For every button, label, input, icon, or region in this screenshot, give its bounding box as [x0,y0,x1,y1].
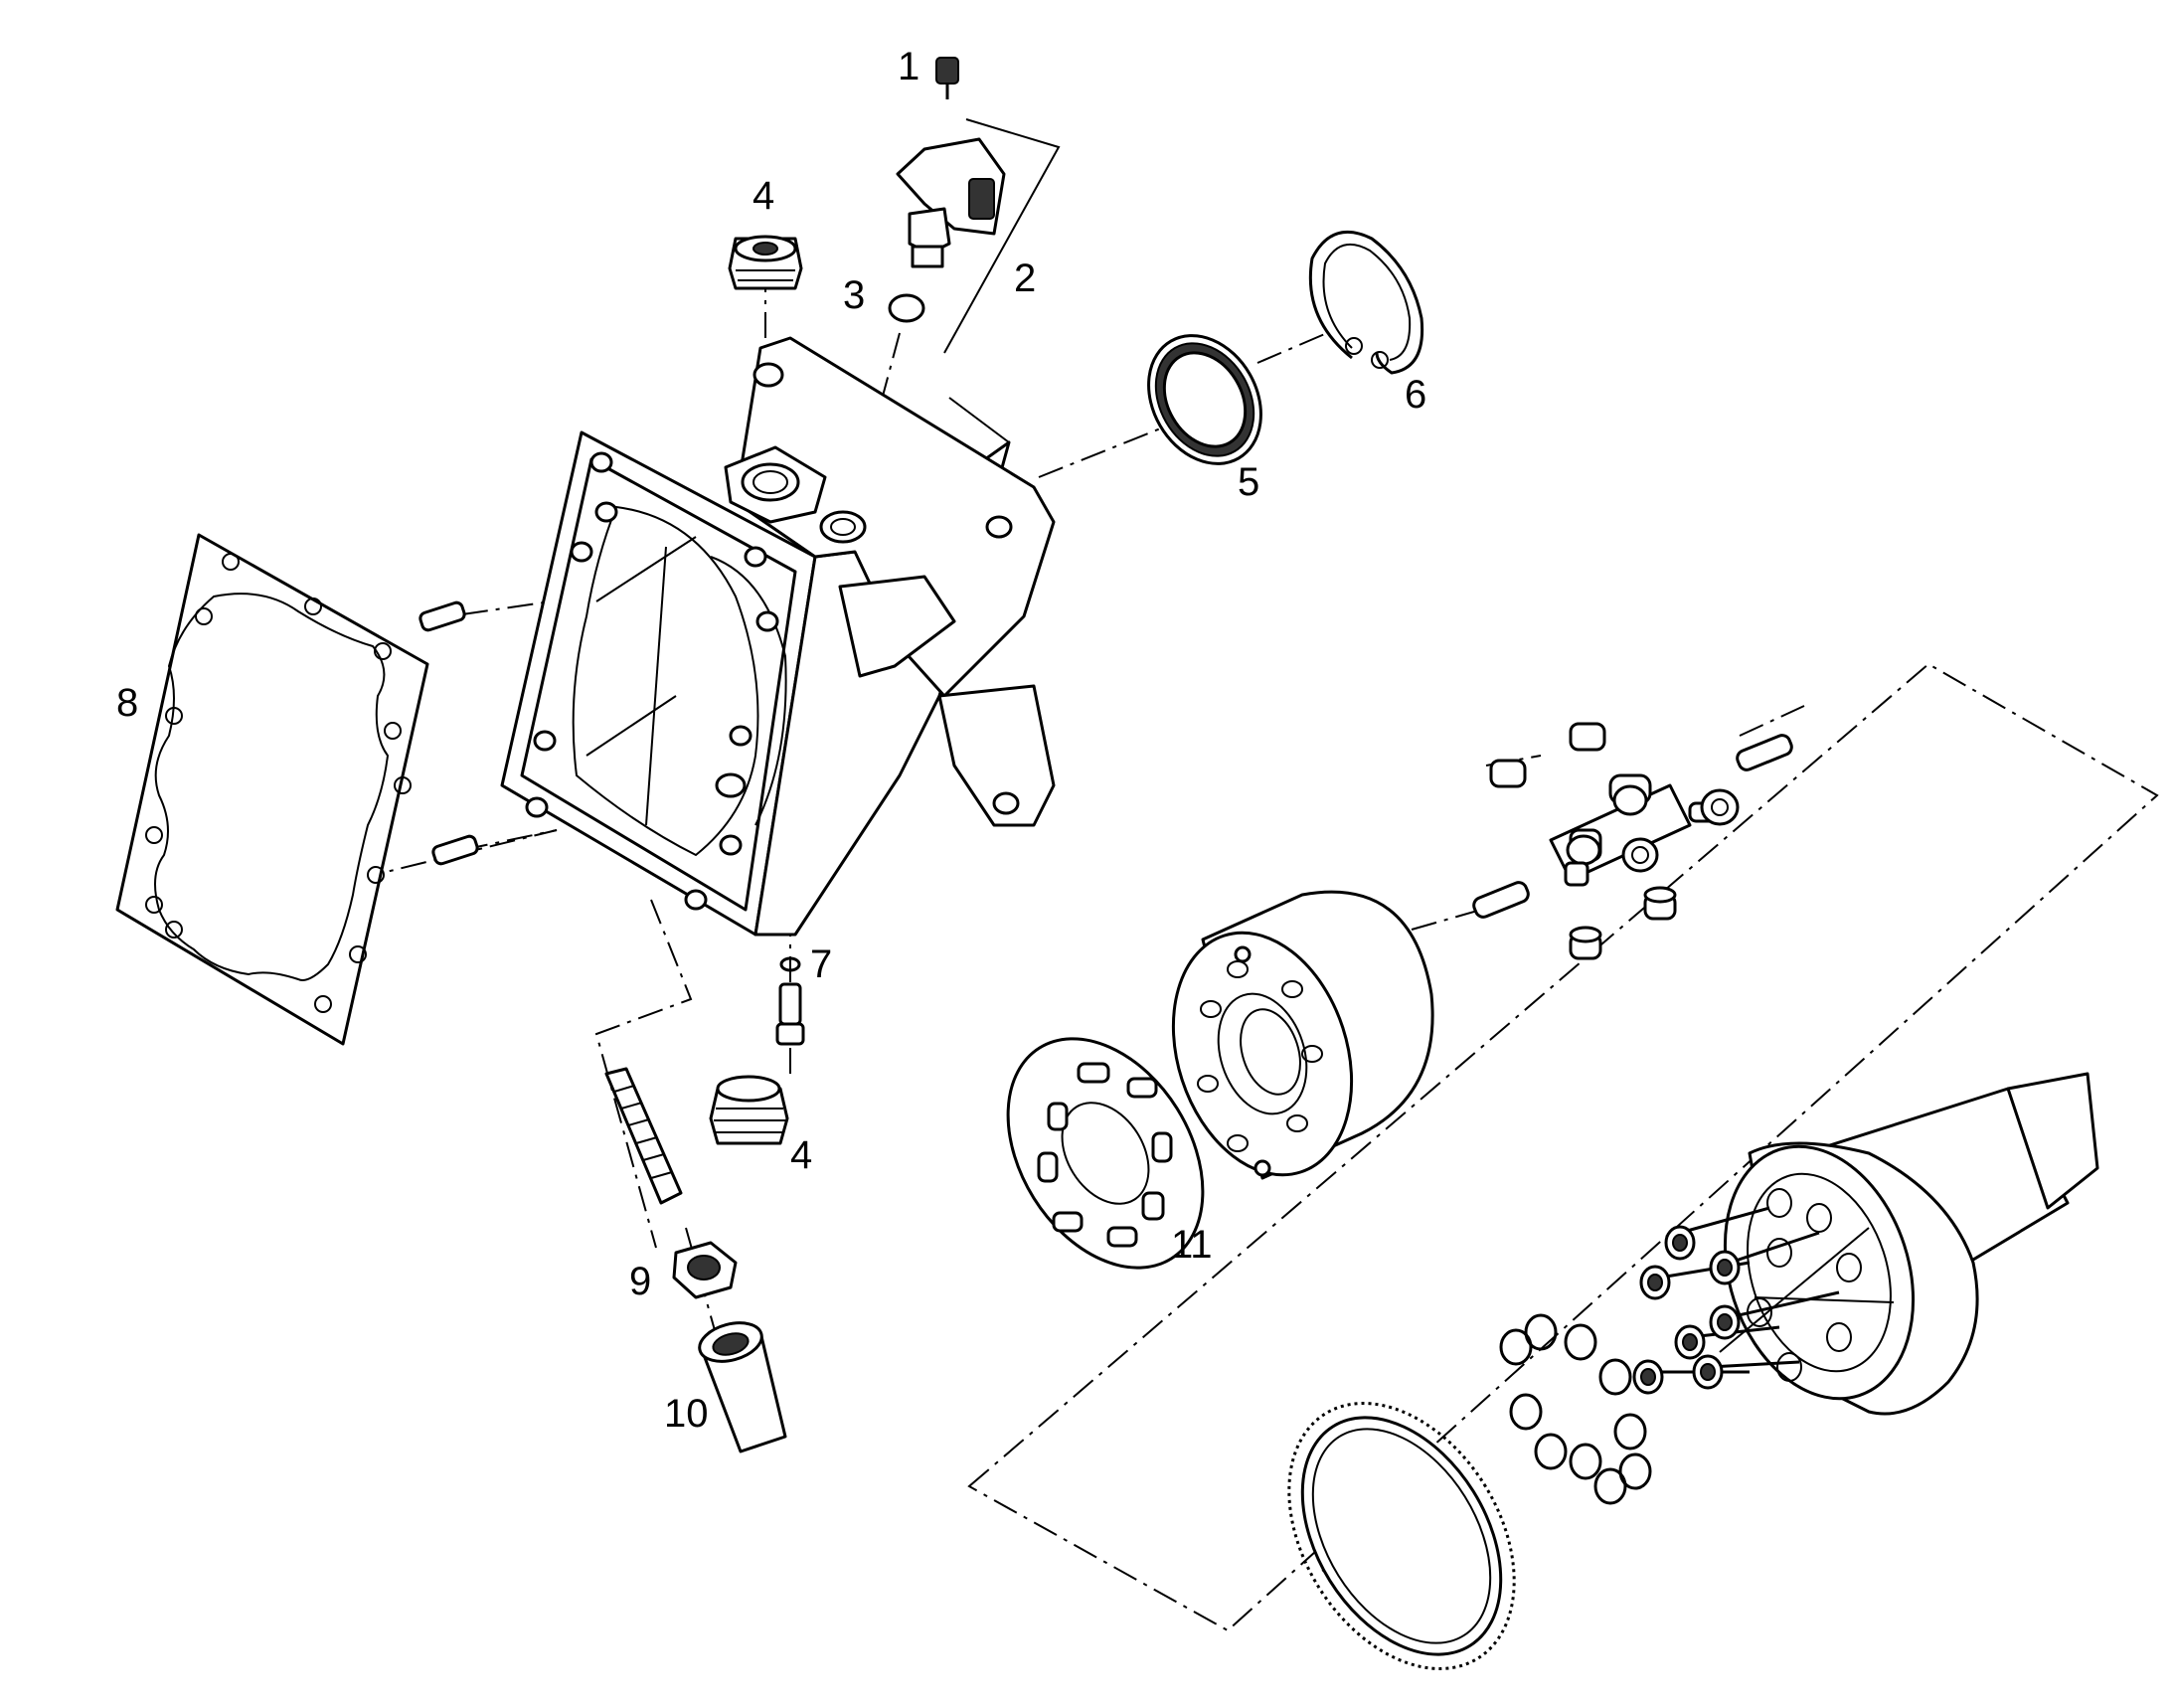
lock-nut [672,1241,738,1299]
callout-6: 6 [1405,373,1426,417]
shaft-seal [1147,334,1262,465]
speed-ring [1287,1402,1516,1670]
cylinder-block [1171,890,1434,1180]
valve-insert [775,982,805,1046]
callout-5: 5 [1238,460,1259,504]
drive-shaft-assembly [1499,1072,2099,1505]
screw [935,57,959,99]
callout-1: 1 [898,45,919,88]
callout-10: 10 [664,1392,709,1436]
callout-9: 9 [629,1260,651,1303]
center-lines [178,266,2159,1632]
callout-2: 2 [1014,256,1036,300]
callout-7: 7 [810,942,832,986]
o-ring-sensor [888,293,925,323]
small-o-ring [779,956,801,972]
motor-housing [500,336,1056,937]
gasket [115,533,429,1046]
plug-upper [728,235,803,290]
callout-8: 8 [116,681,138,725]
callout-labels: 1 2 3 4 4 5 6 7 8 9 10 11 [116,45,1426,1436]
callout-3: 3 [843,273,865,317]
dowel-pins [418,600,479,866]
retaining-ring [1308,230,1424,375]
valve-plate [1006,1037,1205,1270]
cap-nut [698,1321,787,1453]
plug-lower [709,1075,789,1145]
callout-4-upper: 4 [752,174,774,218]
spring [604,1067,683,1205]
callout-4-lower: 4 [790,1133,812,1177]
cross-pin-assembly [1472,722,1793,960]
callout-11: 11 [1171,1223,1213,1267]
speed-sensor [896,118,1061,354]
